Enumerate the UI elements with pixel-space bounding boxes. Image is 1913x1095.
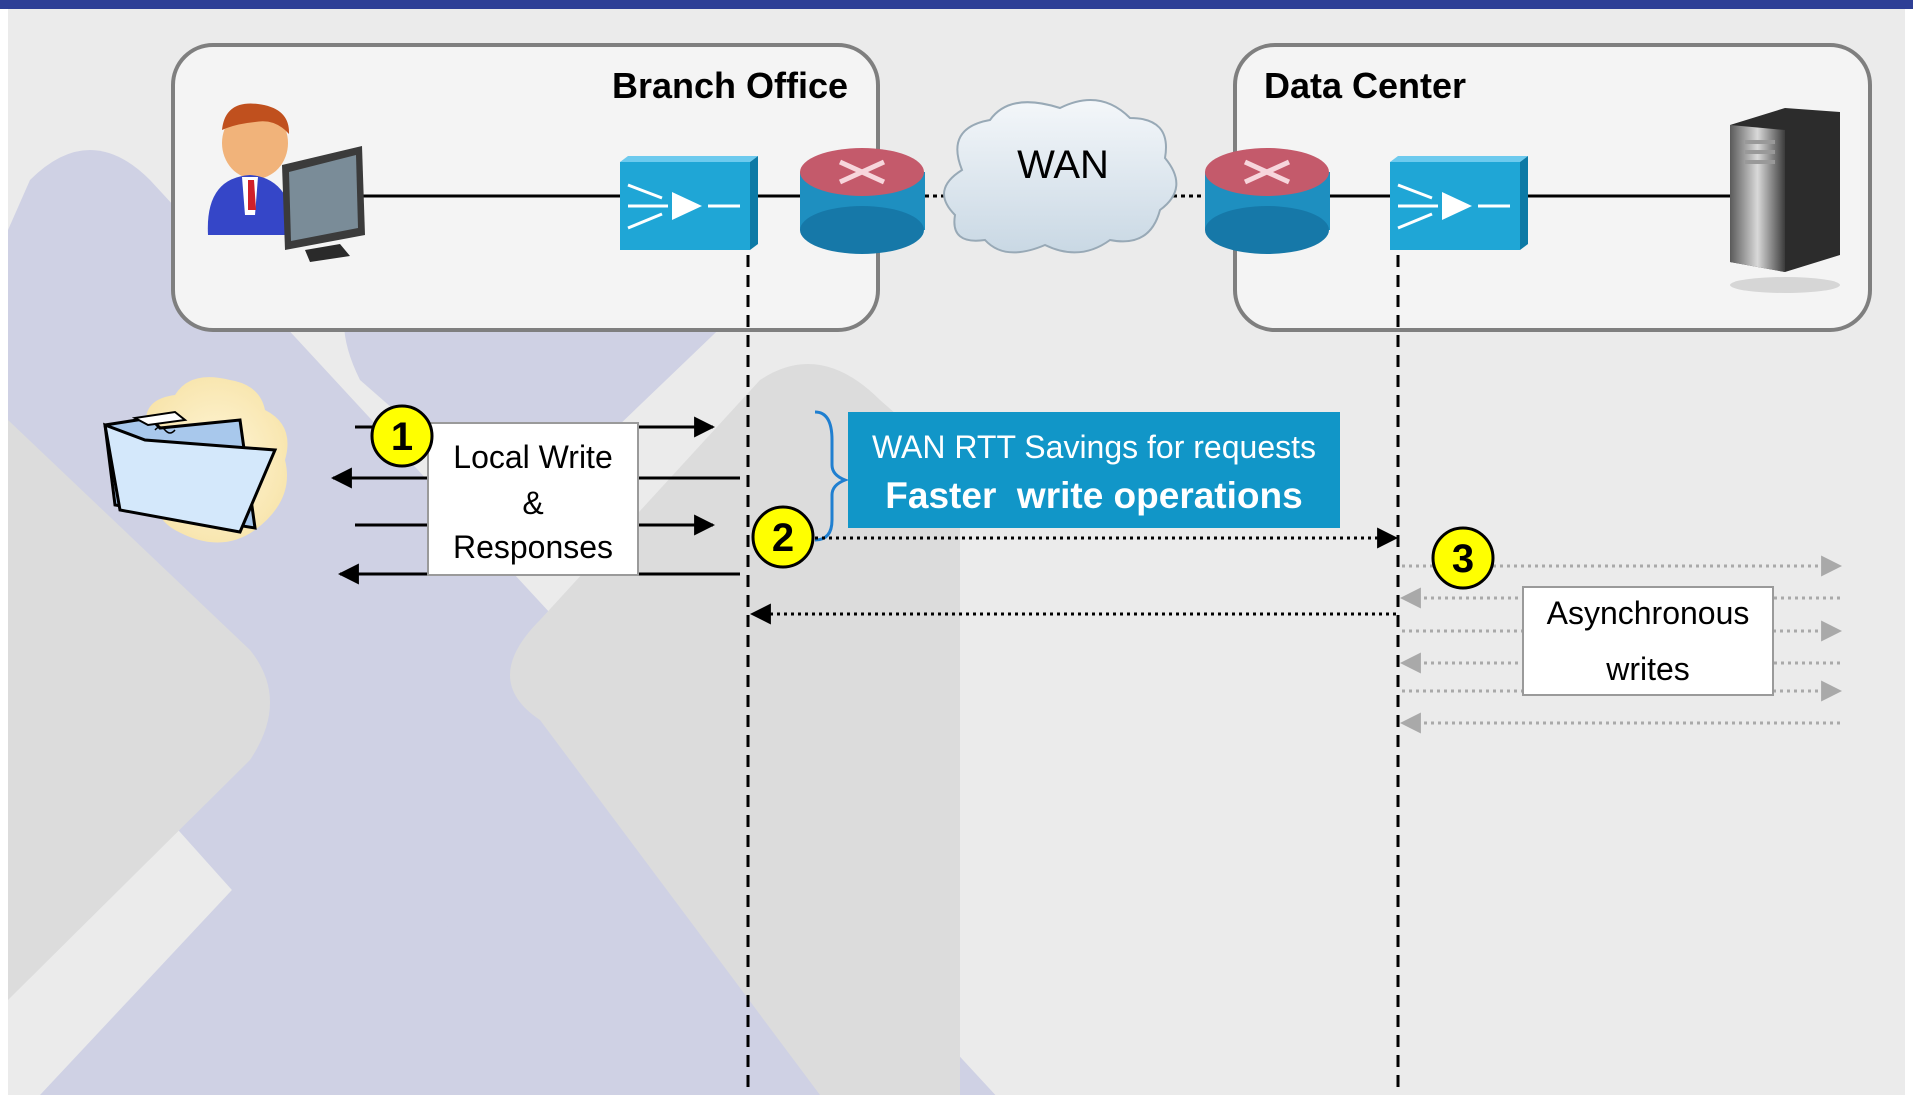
step-3-number: 3 [1452,537,1474,581]
local-write-line3: Responses [453,529,613,565]
branch-accelerator-icon [620,156,758,250]
datacenter-router-icon [1205,148,1330,254]
local-write-box [427,422,639,576]
step-3-badge: 3 [1431,526,1495,590]
async-writes-box [1522,586,1774,696]
step-1-number: 1 [391,415,413,459]
branch-router-icon [800,148,925,254]
data-center-title: Data Center [1264,65,1466,106]
savings-line2: Faster write operations [885,475,1302,516]
wan-cloud-icon: WAN [943,99,1178,254]
async-line1: Asynchronous [1547,595,1750,631]
server-icon [1730,108,1840,293]
savings-line1: WAN RTT Savings for requests [872,429,1316,465]
savings-brace [814,410,850,542]
local-write-line2: & [522,485,543,521]
datacenter-accelerator-icon [1390,156,1528,250]
savings-box [848,412,1340,528]
step-2-badge: 2 [751,505,815,569]
async-line2: writes [1605,651,1690,687]
step-1-badge: 1 [370,404,434,468]
wan-label: WAN [1017,143,1109,187]
branch-office-title: Branch Office [612,65,848,106]
top-bar [0,0,1913,9]
local-write-line1: Local Write [453,439,612,475]
step-2-number: 2 [772,516,794,560]
folder-icon [103,377,288,543]
user-computer-icon [207,103,365,262]
